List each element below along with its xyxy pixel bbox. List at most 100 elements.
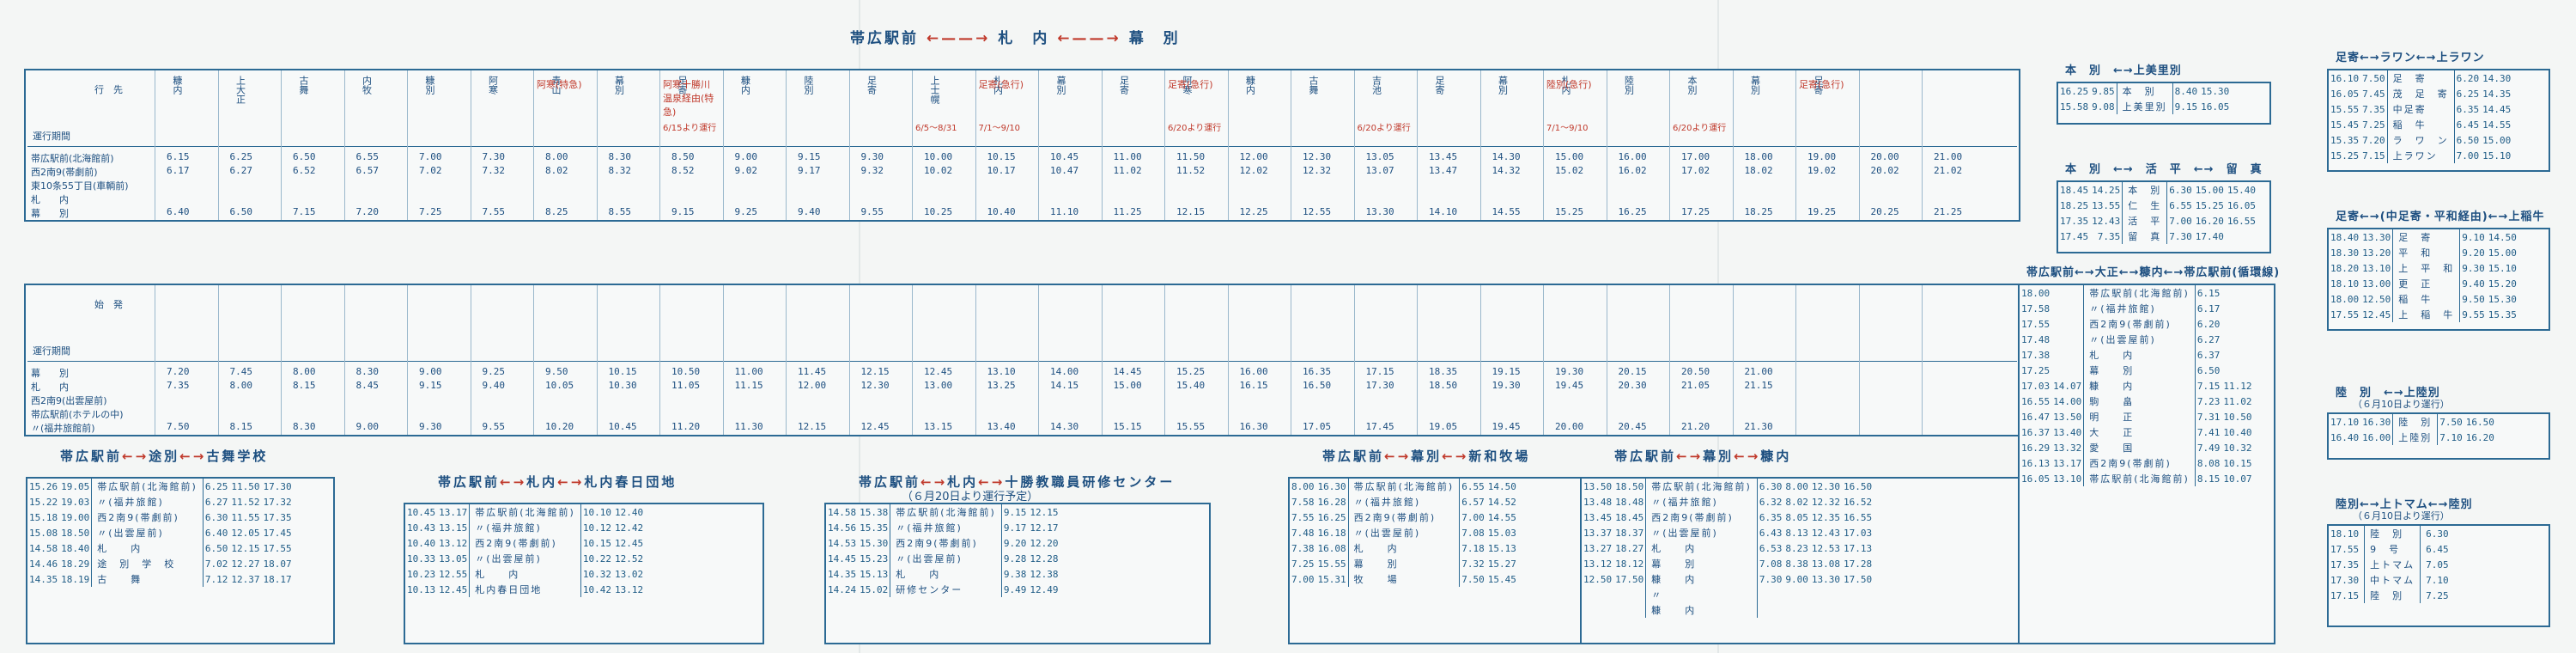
time-cell [1613, 587, 1646, 602]
time-cell: 15.15 [1113, 421, 1142, 432]
time-cell: 18.07 [263, 558, 292, 570]
service-period-note: 6/5〜8/31 [915, 124, 957, 133]
time-cell: 19.45 [1555, 380, 1584, 391]
time-cell: 15.45 [1487, 573, 1516, 585]
time-cell: 7.02 [204, 558, 228, 570]
time-cell: 11.02 [1113, 165, 1142, 176]
time-cell: 6.30 [2169, 184, 2192, 196]
time-cell [1522, 556, 1525, 571]
time-cell: 7.25 [2362, 119, 2385, 131]
time-cell: 10.33 [407, 552, 436, 565]
time-cell: 12.15 [798, 421, 827, 432]
station-name: 上トマム [2364, 557, 2421, 572]
time-cell: 6.50 [229, 206, 253, 217]
time-cell: 10.45 [1050, 151, 1079, 162]
time-cell: 10.23 [407, 568, 436, 580]
service-period-note: 7/1〜9/10 [1546, 124, 1589, 133]
time-cell: 15.23 [860, 552, 889, 565]
time-cell: 12.50 [1583, 573, 1613, 585]
destination-label: 糠内 [739, 76, 751, 95]
time-cell: 14.56 [828, 522, 857, 534]
service-note: （６月10日より運行） [2353, 399, 2450, 410]
column-divider [1417, 285, 1418, 435]
time-cell: 9.38 [1003, 568, 1027, 580]
time-cell: 12.35 [1811, 511, 1840, 523]
time-cell: 13.05 [1365, 151, 1394, 162]
time-cell: 13.08 [1811, 558, 1840, 570]
destination-label: 足寄 [677, 76, 688, 95]
time-cell: 17.50 [1615, 573, 1644, 585]
time-cell: 12.42 [614, 522, 644, 534]
time-cell: 13.25 [987, 380, 1016, 391]
time-cell: 9.15 [1003, 506, 1027, 518]
route-to: 十勝教職員研修センター [1005, 474, 1176, 490]
time-cell: 6.30 [1759, 480, 1783, 492]
time-cell: 7.50 [167, 421, 190, 432]
time-cell: 13.17 [2053, 457, 2082, 469]
time-cell: 6.17 [2196, 302, 2221, 314]
station-name: 足 寄 [2392, 229, 2461, 245]
station-name: 上美里別 [2116, 99, 2173, 114]
time-cell: 7.58 [1291, 496, 1315, 508]
station-name: 帯広駅前(北海館前) [31, 153, 114, 164]
column-divider [1101, 70, 1103, 220]
time-cell: 9.49 [1003, 583, 1027, 595]
time-cell: 16.50 [1303, 380, 1332, 391]
time-cell: 7.55 [482, 206, 506, 217]
destination-label: 阿寒 [1182, 76, 1193, 95]
column-divider [1479, 70, 1481, 220]
time-cell: 9.15 [671, 206, 695, 217]
table-row: 糠 内 [1582, 602, 1874, 618]
time-cell: 10.50 [671, 366, 701, 377]
time-cell: 12.55 [1303, 206, 1332, 217]
time-cell [1522, 494, 1525, 510]
time-cell: 14.30 [1492, 151, 1521, 162]
time-cell: 17.30 [2330, 574, 2360, 586]
time-cell: 7.48 [1291, 527, 1315, 539]
time-cell: 19.02 [1807, 165, 1837, 176]
time-cell: 14.32 [1492, 165, 1521, 176]
time-cell: 9.15 [2174, 101, 2198, 113]
time-cell: 15.00 [2488, 247, 2517, 259]
time-cell [648, 535, 652, 551]
time-cell: 10.12 [582, 522, 611, 534]
destination-label: 札内 [1560, 76, 1571, 95]
destination-label: 糠内 [1244, 76, 1256, 95]
time-cell: 7.45 [2362, 88, 2385, 100]
time-cell [1613, 602, 1646, 618]
time-cell [648, 582, 652, 597]
time-cell: 17.45 [1365, 421, 1394, 432]
time-cell: 12.17 [1030, 522, 1059, 534]
time-cell: 16.25 [1317, 511, 1346, 523]
time-cell [2221, 285, 2253, 301]
column-divider [1858, 70, 1860, 220]
time-cell: 12.43 [2092, 215, 2121, 227]
time-cell: 7.08 [1461, 527, 1485, 539]
time-cell: 8.30 [608, 151, 632, 162]
time-cell: 18.29 [61, 558, 90, 570]
time-cell: 19.05 [61, 480, 90, 492]
time-cell: 16.29 [2021, 442, 2050, 454]
column-divider [1353, 70, 1355, 220]
time-cell: 6.27 [2196, 333, 2221, 345]
time-cell: 12.45 [2362, 308, 2391, 320]
time-cell: 7.00 [1291, 573, 1315, 585]
time-cell: 16.10 [2330, 72, 2360, 84]
destination-label: 阿寒 [487, 76, 499, 95]
time-cell [1522, 540, 1525, 556]
time-cell: 18.50 [61, 527, 90, 539]
route-mid: 札 内 [998, 30, 1050, 47]
station-name: 陸 別 [2364, 526, 2421, 541]
